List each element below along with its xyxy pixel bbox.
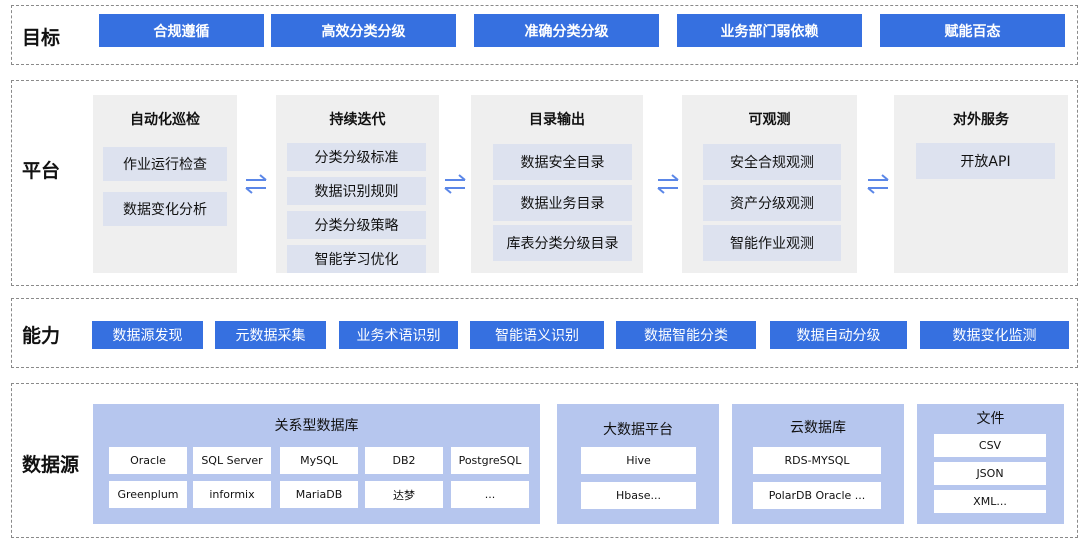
item-asset-observation: 资产分级观测 — [703, 185, 841, 221]
item-smart-learning: 智能学习优化 — [287, 245, 426, 273]
capability-section: 能力 数据源发现 元数据采集 业务术语识别 智能语义识别 数据智能分类 数据自动… — [11, 298, 1078, 368]
cap-auto-grading: 数据自动分级 — [770, 321, 907, 349]
card-continuous-iteration-title: 持续迭代 — [329, 112, 386, 128]
ds-item-xml: XML... — [934, 490, 1046, 513]
ds-item-postgresql: PostgreSQL — [451, 447, 529, 474]
cap-smart-classification: 数据智能分类 — [616, 321, 756, 349]
cap-metadata-collection: 元数据采集 — [215, 321, 326, 349]
ds-item-polardb: PolarDB Oracle ... — [753, 482, 881, 509]
bigdata-title: 大数据平台 — [603, 422, 673, 438]
datasource-title: 数据源 — [22, 454, 80, 476]
panel-bigdata: 大数据平台 Hive Hbase... — [557, 404, 719, 524]
item-business-catalog: 数据业务目录 — [493, 185, 632, 221]
item-job-check: 作业运行检查 — [103, 147, 227, 181]
ds-item-greenplum: Greenplum — [109, 481, 187, 508]
item-table-catalog: 库表分类分级目录 — [493, 225, 632, 261]
goal-empower: 赋能百态 — [880, 14, 1065, 47]
goal-accurate-classification: 准确分类分级 — [474, 14, 659, 47]
card-continuous-iteration: 持续迭代 分类分级标准 数据识别规则 分类分级策略 智能学习优化 — [276, 95, 439, 273]
ds-item-mariadb: MariaDB — [280, 481, 358, 508]
cap-semantic-recognition: 智能语义识别 — [470, 321, 604, 349]
ds-item-db2: DB2 — [365, 447, 443, 474]
card-auto-inspection-title: 自动化巡检 — [130, 112, 200, 128]
ds-item-csv: CSV — [934, 434, 1046, 457]
panel-file: 文件 CSV JSON XML... — [917, 404, 1064, 524]
ds-item-dameng: 达梦 — [365, 481, 443, 508]
item-compliance-observation: 安全合规观测 — [703, 144, 841, 180]
card-catalog-output-title: 目录输出 — [529, 112, 585, 128]
goal-efficient-classification: 高效分类分级 — [271, 14, 456, 47]
card-catalog-output: 目录输出 数据安全目录 数据业务目录 库表分类分级目录 — [471, 95, 643, 273]
card-observable-title: 可观测 — [748, 112, 791, 128]
ds-item-mysql: MySQL — [280, 447, 358, 474]
goal-weak-dependency: 业务部门弱依赖 — [677, 14, 862, 47]
cap-change-monitoring: 数据变化监测 — [920, 321, 1069, 349]
ds-item-json: JSON — [934, 462, 1046, 485]
item-classification-standard: 分类分级标准 — [287, 143, 426, 171]
cap-datasource-discovery: 数据源发现 — [92, 321, 203, 349]
platform-title: 平台 — [22, 160, 61, 182]
platform-section: 平台 自动化巡检 作业运行检查 数据变化分析 持续迭代 分类分级标准 数据识别规… — [11, 80, 1078, 286]
file-title: 文件 — [976, 411, 1005, 427]
ds-item-more: ... — [451, 481, 529, 508]
goals-section: 目标 合规遵循 高效分类分级 准确分类分级 业务部门弱依赖 赋能百态 — [11, 5, 1078, 65]
item-job-observation: 智能作业观测 — [703, 225, 841, 261]
bidirectional-arrow-icon — [657, 174, 679, 194]
card-observable: 可观测 安全合规观测 资产分级观测 智能作业观测 — [682, 95, 857, 273]
item-data-recognition-rules: 数据识别规则 — [287, 177, 426, 205]
relational-db-title: 关系型数据库 — [274, 418, 359, 434]
ds-item-informix: informix — [193, 481, 271, 508]
ds-item-oracle: Oracle — [109, 447, 187, 474]
bidirectional-arrow-icon — [867, 174, 889, 194]
item-open-api: 开放API — [916, 143, 1055, 179]
ds-item-hive: Hive — [581, 447, 696, 474]
card-external-service-title: 对外服务 — [953, 112, 1009, 128]
card-external-service: 对外服务 开放API — [894, 95, 1068, 273]
datasource-section: 数据源 关系型数据库 Oracle SQL Server MySQL DB2 P… — [11, 383, 1078, 538]
ds-item-rds-mysql: RDS-MYSQL — [753, 447, 881, 474]
card-auto-inspection: 自动化巡检 作业运行检查 数据变化分析 — [93, 95, 237, 273]
panel-relational-db: 关系型数据库 Oracle SQL Server MySQL DB2 Postg… — [93, 404, 540, 524]
ds-item-sqlserver: SQL Server — [193, 447, 271, 474]
bidirectional-arrow-icon — [444, 174, 466, 194]
bidirectional-arrow-icon — [245, 174, 267, 194]
panel-cloud-db: 云数据库 RDS-MYSQL PolarDB Oracle ... — [732, 404, 904, 524]
ds-item-hbase: Hbase... — [581, 482, 696, 509]
capability-title: 能力 — [22, 325, 61, 347]
goal-compliance: 合规遵循 — [99, 14, 264, 47]
goals-title: 目标 — [22, 27, 61, 49]
cap-business-term-recognition: 业务术语识别 — [339, 321, 458, 349]
item-security-catalog: 数据安全目录 — [493, 144, 632, 180]
cloud-db-title: 云数据库 — [790, 420, 846, 436]
item-data-change-analysis: 数据变化分析 — [103, 192, 227, 226]
item-classification-strategy: 分类分级策略 — [287, 211, 426, 239]
